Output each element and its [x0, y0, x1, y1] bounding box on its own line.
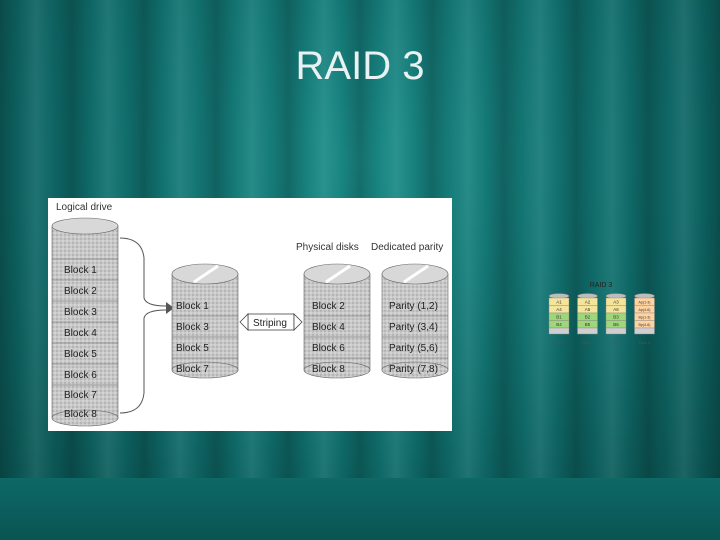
- logical-block-1: Block 1: [64, 265, 97, 276]
- mini-disk-base: [577, 327, 598, 335]
- raid3-figure: Logical drive Physical disks Dedicated p…: [48, 198, 452, 431]
- parity-disk: Parity (1,2) Parity (3,4) Parity (5,6) P…: [381, 263, 449, 379]
- logical-block-4: Block 4: [64, 328, 97, 339]
- parity-block-1: Parity (1,2): [389, 301, 438, 312]
- stage-floor: [0, 478, 720, 540]
- physical-disk-1: Block 1 Block 3 Block 5 Block 7: [171, 263, 239, 379]
- dedicated-parity-label: Dedicated parity: [371, 242, 443, 253]
- disk1-block-1: Block 1: [176, 301, 209, 312]
- mini-cell-label: B1: [556, 315, 562, 320]
- mini-disk-top-2: [605, 293, 627, 299]
- mini-disk-footer: Disk 0: [553, 340, 565, 345]
- parity-block-2: Parity (3,4): [389, 322, 438, 333]
- mini-cell-label: B6: [613, 322, 619, 327]
- logical-drive-label: Logical drive: [56, 202, 113, 213]
- disk2-block-2: Block 4: [312, 322, 345, 333]
- striping-label: Striping: [253, 318, 287, 329]
- disk1-block-3: Block 5: [176, 343, 209, 354]
- striping-arrow: Striping: [239, 313, 303, 331]
- disk2-block-4: Block 8: [312, 364, 345, 375]
- mini-cell-label: Bp(4-6): [639, 323, 651, 327]
- logical-block-3: Block 3: [64, 307, 97, 318]
- mini-cell-label: A6: [613, 307, 619, 312]
- mini-cell-label: A4: [556, 307, 562, 312]
- mini-disk-base: [634, 327, 655, 335]
- mini-cell-label: B4: [556, 322, 562, 327]
- physical-disks-label: Physical disks: [296, 242, 359, 253]
- physical-disk-2: Block 2 Block 4 Block 6 Block 8: [303, 263, 371, 379]
- mini-disk-footer: Disk 3: [639, 340, 651, 345]
- logical-block-8: Block 8: [64, 409, 97, 420]
- mini-cell-label: A5: [585, 307, 591, 312]
- mini-disk-base: [605, 327, 627, 335]
- mini-disk-top-1: [577, 293, 598, 299]
- disk2-block-1: Block 2: [312, 301, 345, 312]
- mini-cell-label: A3: [613, 300, 619, 305]
- mini-cell-label: B2: [585, 315, 591, 320]
- arrow-to-disk: [166, 302, 174, 314]
- logical-block-5: Block 5: [64, 349, 97, 360]
- logical-drive-stack: Block 1 Block 2 Block 3 Block 4 Block 5 …: [51, 217, 119, 427]
- disk2-block-3: Block 6: [312, 343, 345, 354]
- mini-cell-label: B5: [585, 322, 591, 327]
- mini-disk-top-0: [548, 293, 570, 299]
- parity-block-4: Parity (7,8): [389, 364, 438, 375]
- bracket-top: [119, 237, 167, 307]
- mini-cell-label: Ap(4-6): [639, 308, 651, 312]
- disk1-block-2: Block 3: [176, 322, 209, 333]
- mini-cell-label: Bp(1-3): [639, 316, 651, 320]
- mini-disk-footer: Disk 1: [582, 340, 594, 345]
- logical-block-7: Block 7: [64, 390, 97, 401]
- mini-disk-base: [548, 327, 570, 335]
- mini-cell-label: A2: [585, 300, 591, 305]
- mini-cell-label: B3: [613, 315, 619, 320]
- mini-cell-label: Ap(1-3): [639, 301, 651, 305]
- logical-block-6: Block 6: [64, 370, 97, 381]
- mini-disk-top-3: [634, 293, 655, 299]
- disk1-block-4: Block 7: [176, 364, 209, 375]
- bracket-bottom: [119, 309, 167, 414]
- parity-block-3: Parity (5,6): [389, 343, 438, 354]
- mini-disk-footer: Disk 2: [610, 340, 622, 345]
- slide-title: RAID 3: [295, 44, 425, 88]
- raid3-diagram: Logical drive Physical disks Dedicated p…: [51, 202, 449, 427]
- mini-cell-label: A1: [556, 300, 562, 305]
- mini-title: RAID 3: [589, 282, 613, 289]
- logical-block-2: Block 2: [64, 286, 97, 297]
